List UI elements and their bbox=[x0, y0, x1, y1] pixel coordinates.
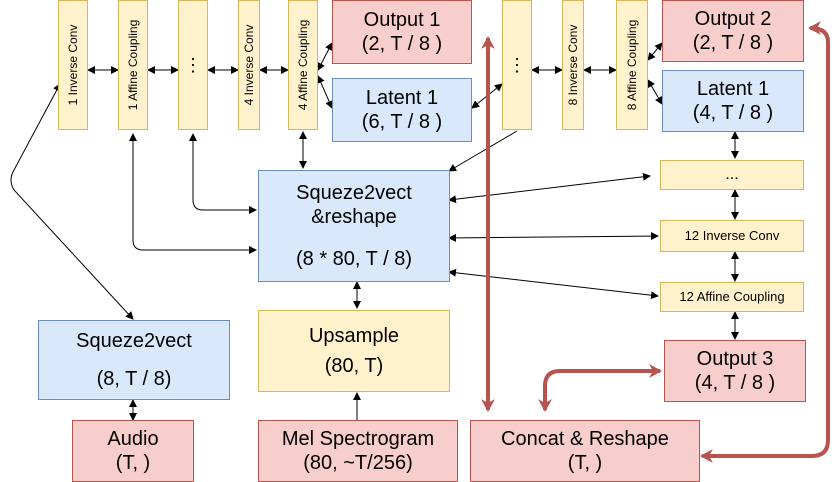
link-rightdots-squeeze bbox=[448, 172, 651, 204]
link-aff1-squeeze bbox=[129, 133, 257, 254]
squeeze2vect-audio-shape: (8, T / 8) bbox=[96, 368, 172, 390]
concat-title: Concat & Reshape bbox=[501, 428, 669, 450]
audio-shape: (T, ) bbox=[115, 452, 151, 474]
inverse-conv-8: 8 Inverse Conv bbox=[562, 0, 584, 130]
output-1-title: Output 1 bbox=[363, 9, 441, 31]
output-3: Output 3 (4, T / 8 ) bbox=[664, 340, 806, 402]
squeeze-reshape-shape: (8 * 80, T / 8) bbox=[296, 248, 412, 270]
output-2-title: Output 2 bbox=[694, 8, 772, 30]
output-1: Output 1 (2, T / 8 ) bbox=[332, 0, 472, 64]
output-1-shape: (2, T / 8 ) bbox=[361, 33, 443, 55]
squeeze-reshape: Squeze2vect &reshape (8 * 80, T / 8) bbox=[258, 170, 450, 282]
affine-coupling-8-label: 8 Affine Coupling bbox=[624, 19, 639, 111]
link-aff8-latent2 bbox=[647, 79, 663, 105]
inverse-conv-8-label: 8 Inverse Conv bbox=[565, 24, 580, 106]
inverse-conv-1-label: 1 Inverse Conv bbox=[65, 24, 80, 106]
link-squeeze2vect-inv1 bbox=[10, 83, 134, 320]
squeeze2vect-audio-title: Squeze2vect bbox=[76, 330, 192, 352]
link-aff4-latent bbox=[317, 75, 333, 109]
inverse-conv-4-label: 4 Inverse Conv bbox=[241, 24, 256, 106]
audio-input: Audio (T, ) bbox=[72, 420, 194, 482]
link-aff8-output2 bbox=[647, 42, 663, 61]
output-3-shape: (4, T / 8 ) bbox=[694, 372, 776, 394]
right-stack-ellipsis-label: ... bbox=[725, 166, 739, 184]
link-aff12-squeeze bbox=[448, 268, 659, 300]
squeeze-reshape-line1: Squeze2vect bbox=[296, 182, 412, 204]
inverse-conv-4: 4 Inverse Conv bbox=[238, 0, 260, 130]
output-3-title: Output 3 bbox=[696, 348, 774, 370]
link-inv12-squeeze bbox=[448, 232, 659, 242]
affine-coupling-4: 4 Affine Coupling bbox=[288, 0, 318, 130]
output-2-shape: (2, T / 8 ) bbox=[692, 32, 774, 54]
squeeze-reshape-line2: &reshape bbox=[311, 206, 397, 228]
latent-right: Latent 1 (4, T / 8 ) bbox=[662, 70, 804, 132]
upsample-shape: (80, T) bbox=[324, 355, 384, 377]
inverse-conv-1: 1 Inverse Conv bbox=[58, 0, 88, 130]
mel-shape: (80, ~T/256) bbox=[303, 452, 413, 474]
latent-right-shape: (4, T / 8 ) bbox=[692, 102, 774, 124]
flow-ellipsis-2-label: ⋮ bbox=[508, 55, 526, 75]
latent-right-title: Latent 1 bbox=[696, 78, 770, 100]
link-dots1-squeeze bbox=[189, 133, 257, 214]
inverse-conv-12-label: 12 Inverse Conv bbox=[684, 228, 780, 244]
latent-mid: Latent 1 (6, T / 8 ) bbox=[332, 78, 472, 142]
concat-shape: (T, ) bbox=[567, 452, 603, 474]
link-aff4-output1 bbox=[317, 42, 333, 71]
concat-reshape: Concat & Reshape (T, ) bbox=[470, 420, 700, 482]
arrow-output3-concat bbox=[538, 364, 662, 412]
arrow-output2-concat bbox=[700, 21, 830, 463]
flow-ellipsis-2: ⋮ bbox=[502, 0, 532, 130]
affine-coupling-4-label: 4 Affine Coupling bbox=[295, 19, 310, 111]
affine-coupling-8: 8 Affine Coupling bbox=[616, 0, 648, 130]
latent-mid-title: Latent 1 bbox=[365, 87, 439, 109]
affine-coupling-12: 12 Affine Coupling bbox=[660, 282, 804, 312]
audio-title: Audio bbox=[107, 428, 159, 450]
upsample-title: Upsample bbox=[308, 325, 400, 347]
affine-coupling-1: 1 Affine Coupling bbox=[118, 0, 148, 130]
right-stack-ellipsis: ... bbox=[660, 160, 804, 190]
output-2: Output 2 (2, T / 8 ) bbox=[662, 0, 804, 62]
squeeze2vect-audio: Squeze2vect (8, T / 8) bbox=[38, 320, 230, 400]
mel-title: Mel Spectrogram bbox=[281, 428, 435, 450]
latent-mid-shape: (6, T / 8 ) bbox=[361, 111, 443, 133]
flow-ellipsis-1-label: ⋮ bbox=[184, 55, 202, 75]
inverse-conv-12: 12 Inverse Conv bbox=[660, 220, 804, 252]
mel-spectrogram: Mel Spectrogram (80, ~T/256) bbox=[258, 420, 458, 482]
upsample: Upsample (80, T) bbox=[258, 310, 450, 392]
affine-coupling-12-label: 12 Affine Coupling bbox=[679, 289, 785, 305]
affine-coupling-1-label: 1 Affine Coupling bbox=[125, 19, 140, 111]
flow-ellipsis-1: ⋮ bbox=[178, 0, 208, 130]
